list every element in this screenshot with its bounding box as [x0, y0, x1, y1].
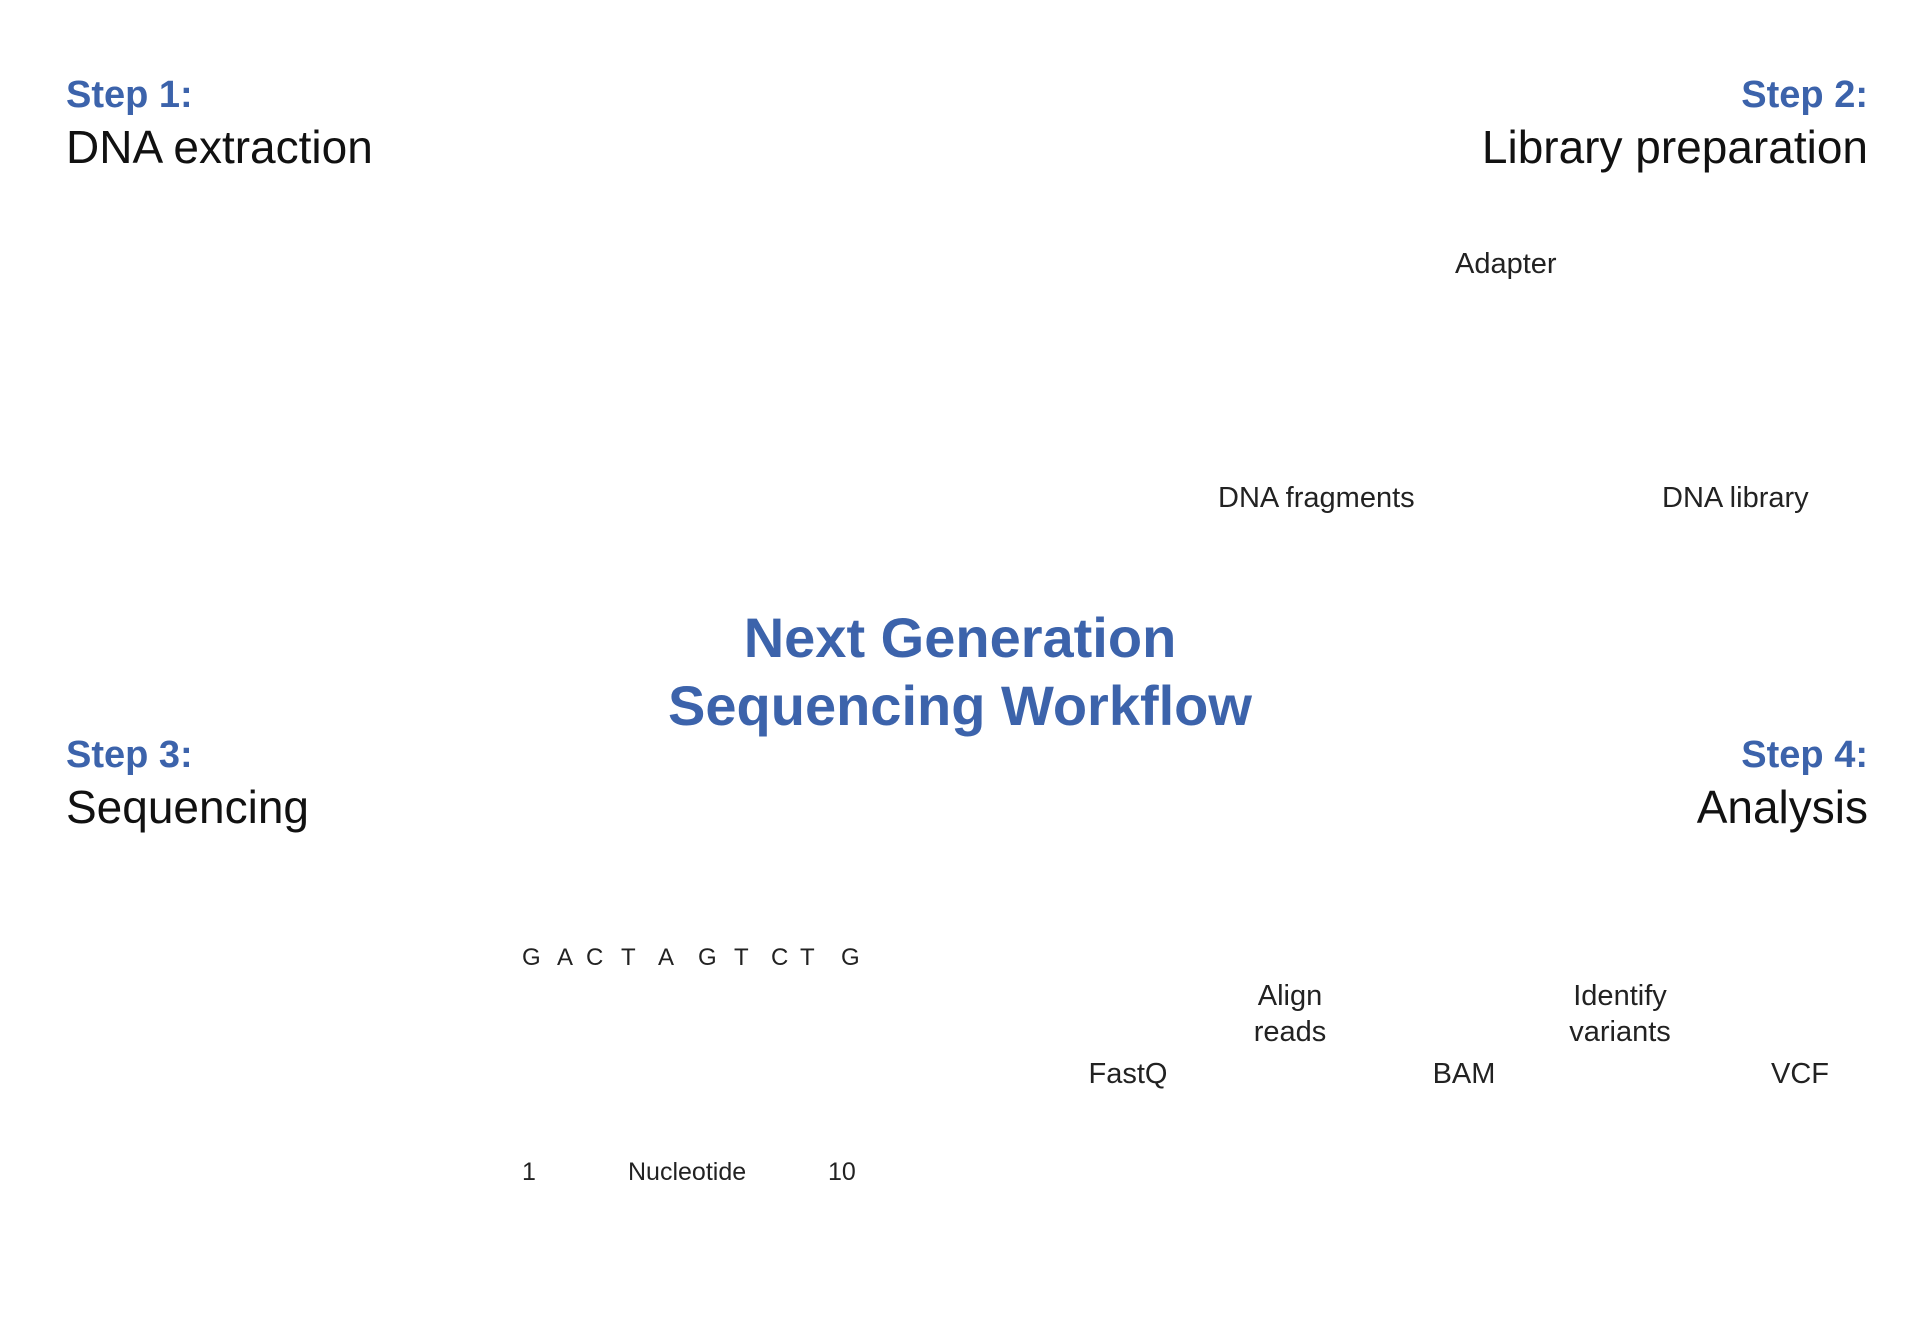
dna-library: [1627, 269, 1867, 459]
identify-variants-line-1: Identify: [1573, 980, 1667, 1012]
sequencer-screen: [165, 935, 331, 1037]
base-label: C: [771, 944, 789, 971]
base-label: C: [586, 944, 604, 971]
dna-library-label: DNA library: [1662, 482, 1809, 514]
step-3-number: Step 3:: [66, 734, 193, 776]
dna-fragments: [1229, 260, 1460, 468]
zoom-circle: [517, 257, 795, 535]
tube-cap: [222, 220, 294, 282]
peak-10: [793, 1027, 902, 1148]
peak-2: [511, 1048, 620, 1148]
base-label: A: [557, 944, 574, 971]
align-reads-line-2: reads: [1253, 1016, 1327, 1048]
chromatogram-peaks: [477, 1007, 902, 1148]
tube-liquid: [320, 418, 382, 528]
axis-end-label: 10: [828, 1158, 856, 1186]
peak-7: [689, 1041, 798, 1148]
peak-1: [477, 1023, 586, 1148]
step-2-number: Step 2:: [1741, 74, 1868, 116]
step-4-title: Analysis: [1696, 781, 1868, 833]
genomic-dna-helix: [1066, 264, 1094, 448]
sequencer-light-band: [77, 1039, 335, 1103]
peak-9: [757, 1017, 866, 1148]
page-title-line-1: Next Generation: [743, 606, 1177, 669]
dna-fragments-label: DNA fragments: [1218, 482, 1415, 514]
step-4-number: Step 4:: [1741, 734, 1868, 776]
chromatogram-frame: [499, 987, 881, 1149]
axis-start-label: 1: [522, 1158, 536, 1186]
peak-3: [541, 1015, 650, 1148]
bam-file-label: BAM: [1432, 1058, 1496, 1090]
peak-8: [725, 1031, 834, 1148]
align-reads-line-1: Align: [1257, 980, 1323, 1012]
adapter-icon: [1482, 295, 1534, 317]
step-1-title: DNA extraction: [66, 121, 373, 173]
base-label: T: [621, 944, 636, 971]
fastq-file-label: FastQ: [1088, 1058, 1168, 1090]
base-label: A: [658, 944, 675, 971]
microcentrifuge-tube: [222, 220, 391, 533]
coiled-dna: [557, 267, 793, 465]
page-title-line-2: Sequencing Workflow: [668, 674, 1252, 737]
tube-rim: [311, 295, 391, 307]
peak-5: [613, 1007, 722, 1148]
tube-body: [317, 305, 385, 533]
adapter-label: Adapter: [1455, 248, 1557, 280]
peak-6: [653, 1009, 762, 1148]
base-label: G: [698, 944, 717, 971]
sequencer-machine: [73, 928, 335, 1207]
peak-4: [577, 1017, 686, 1148]
divider-bottom: [952, 788, 974, 1128]
axis-label: Nucleotide: [628, 1158, 747, 1186]
base-label: T: [800, 944, 815, 971]
base-label: T: [734, 944, 749, 971]
step-1-number: Step 1:: [66, 74, 193, 116]
step-2-title: Library preparation: [1481, 121, 1868, 173]
vcf-file-label: VCF: [1771, 1058, 1829, 1090]
identify-variants-line-2: variants: [1569, 1016, 1671, 1048]
step-3-title: Sequencing: [66, 781, 309, 833]
divider-top: [952, 214, 974, 562]
base-label: G: [841, 944, 860, 971]
base-label: G: [522, 944, 541, 971]
